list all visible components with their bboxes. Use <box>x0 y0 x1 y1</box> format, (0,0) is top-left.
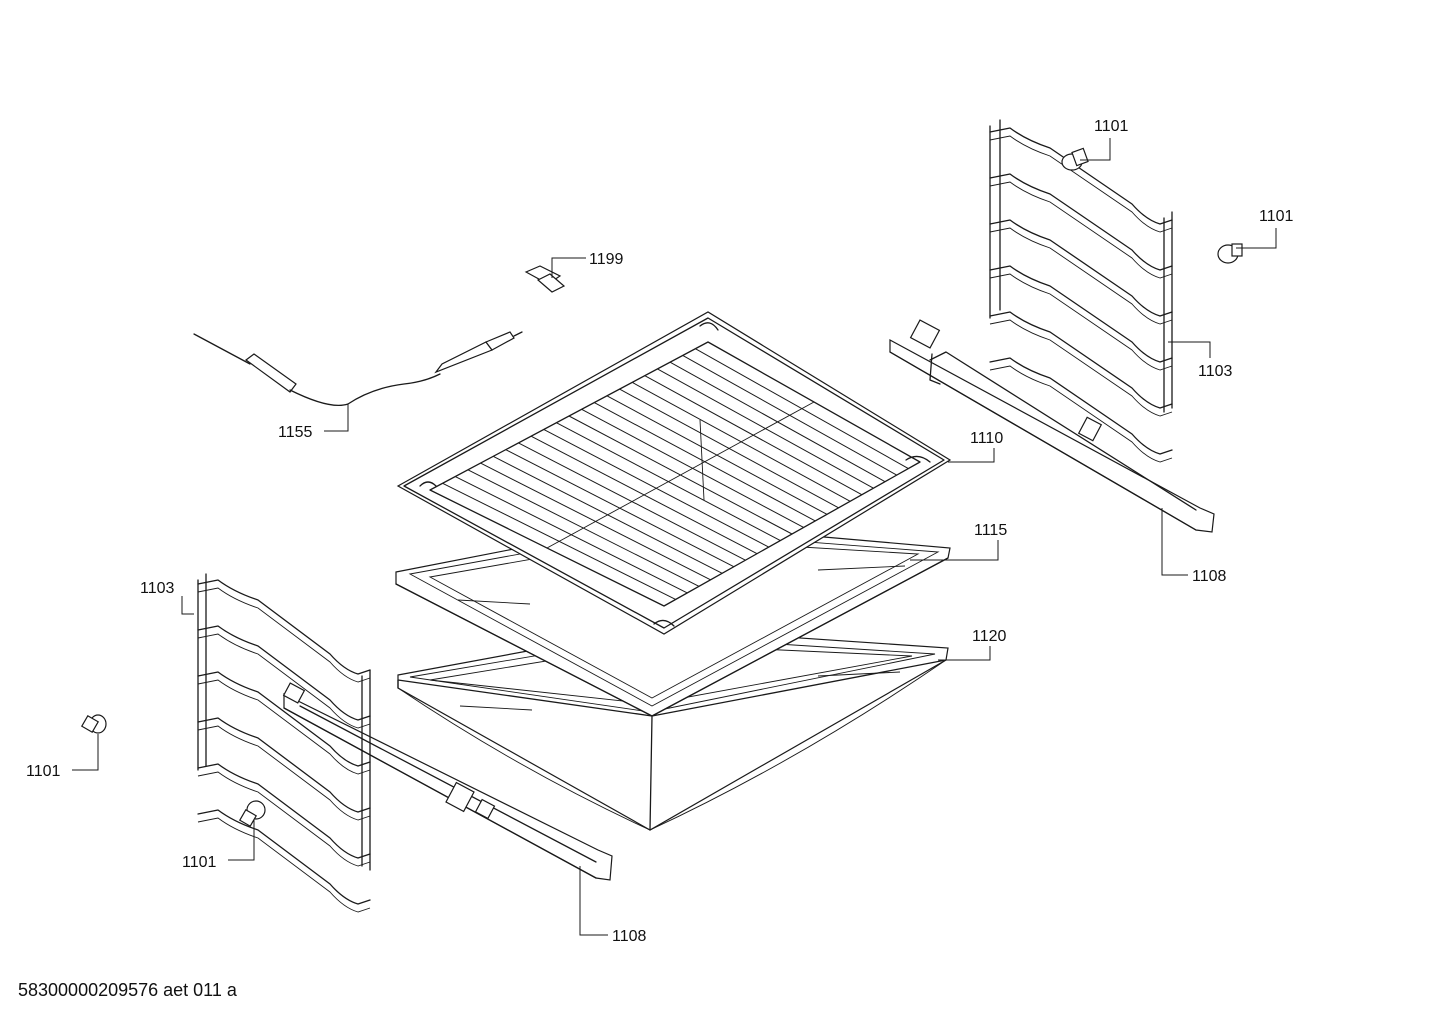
callout-1101-top: 1101 <box>1094 118 1129 135</box>
callout-1120: 1120 <box>972 628 1007 645</box>
callout-1101-bottom: 1101 <box>182 854 217 871</box>
part-1103-right-rack <box>989 119 1173 463</box>
callout-1103-left: 1103 <box>140 580 175 597</box>
callout-1155: 1155 <box>278 424 313 441</box>
part-1101-screw-bottom <box>238 800 266 828</box>
part-1108-left-rail <box>282 682 613 881</box>
callout-1108-right: 1108 <box>1192 568 1227 585</box>
callout-1101-left: 1101 <box>26 763 61 780</box>
callout-1108-bottom: 1108 <box>612 928 647 945</box>
callout-1103-right: 1103 <box>1198 363 1233 380</box>
callout-1115: 1115 <box>974 522 1007 539</box>
leader-lines <box>72 138 1277 936</box>
callout-labels: 1101 1101 1199 1103 1155 1110 1115 1108 … <box>26 118 1294 945</box>
part-1108-right-rail <box>889 319 1215 533</box>
part-1101-screw-right <box>1217 243 1243 264</box>
part-1101-screw-left <box>80 714 107 734</box>
callout-1110: 1110 <box>970 430 1003 447</box>
part-1101-screw-top <box>1061 147 1089 171</box>
part-1155-temperature-probe <box>193 331 523 407</box>
callout-1101-right: 1101 <box>1259 208 1294 225</box>
callout-1199: 1199 <box>589 251 624 268</box>
part-1199-clip <box>524 265 566 293</box>
part-1110-wire-shelf <box>396 311 952 635</box>
part-1103-left-rack <box>197 573 371 913</box>
drawing-id: 58300000209576 aet 011 a <box>18 980 237 1000</box>
